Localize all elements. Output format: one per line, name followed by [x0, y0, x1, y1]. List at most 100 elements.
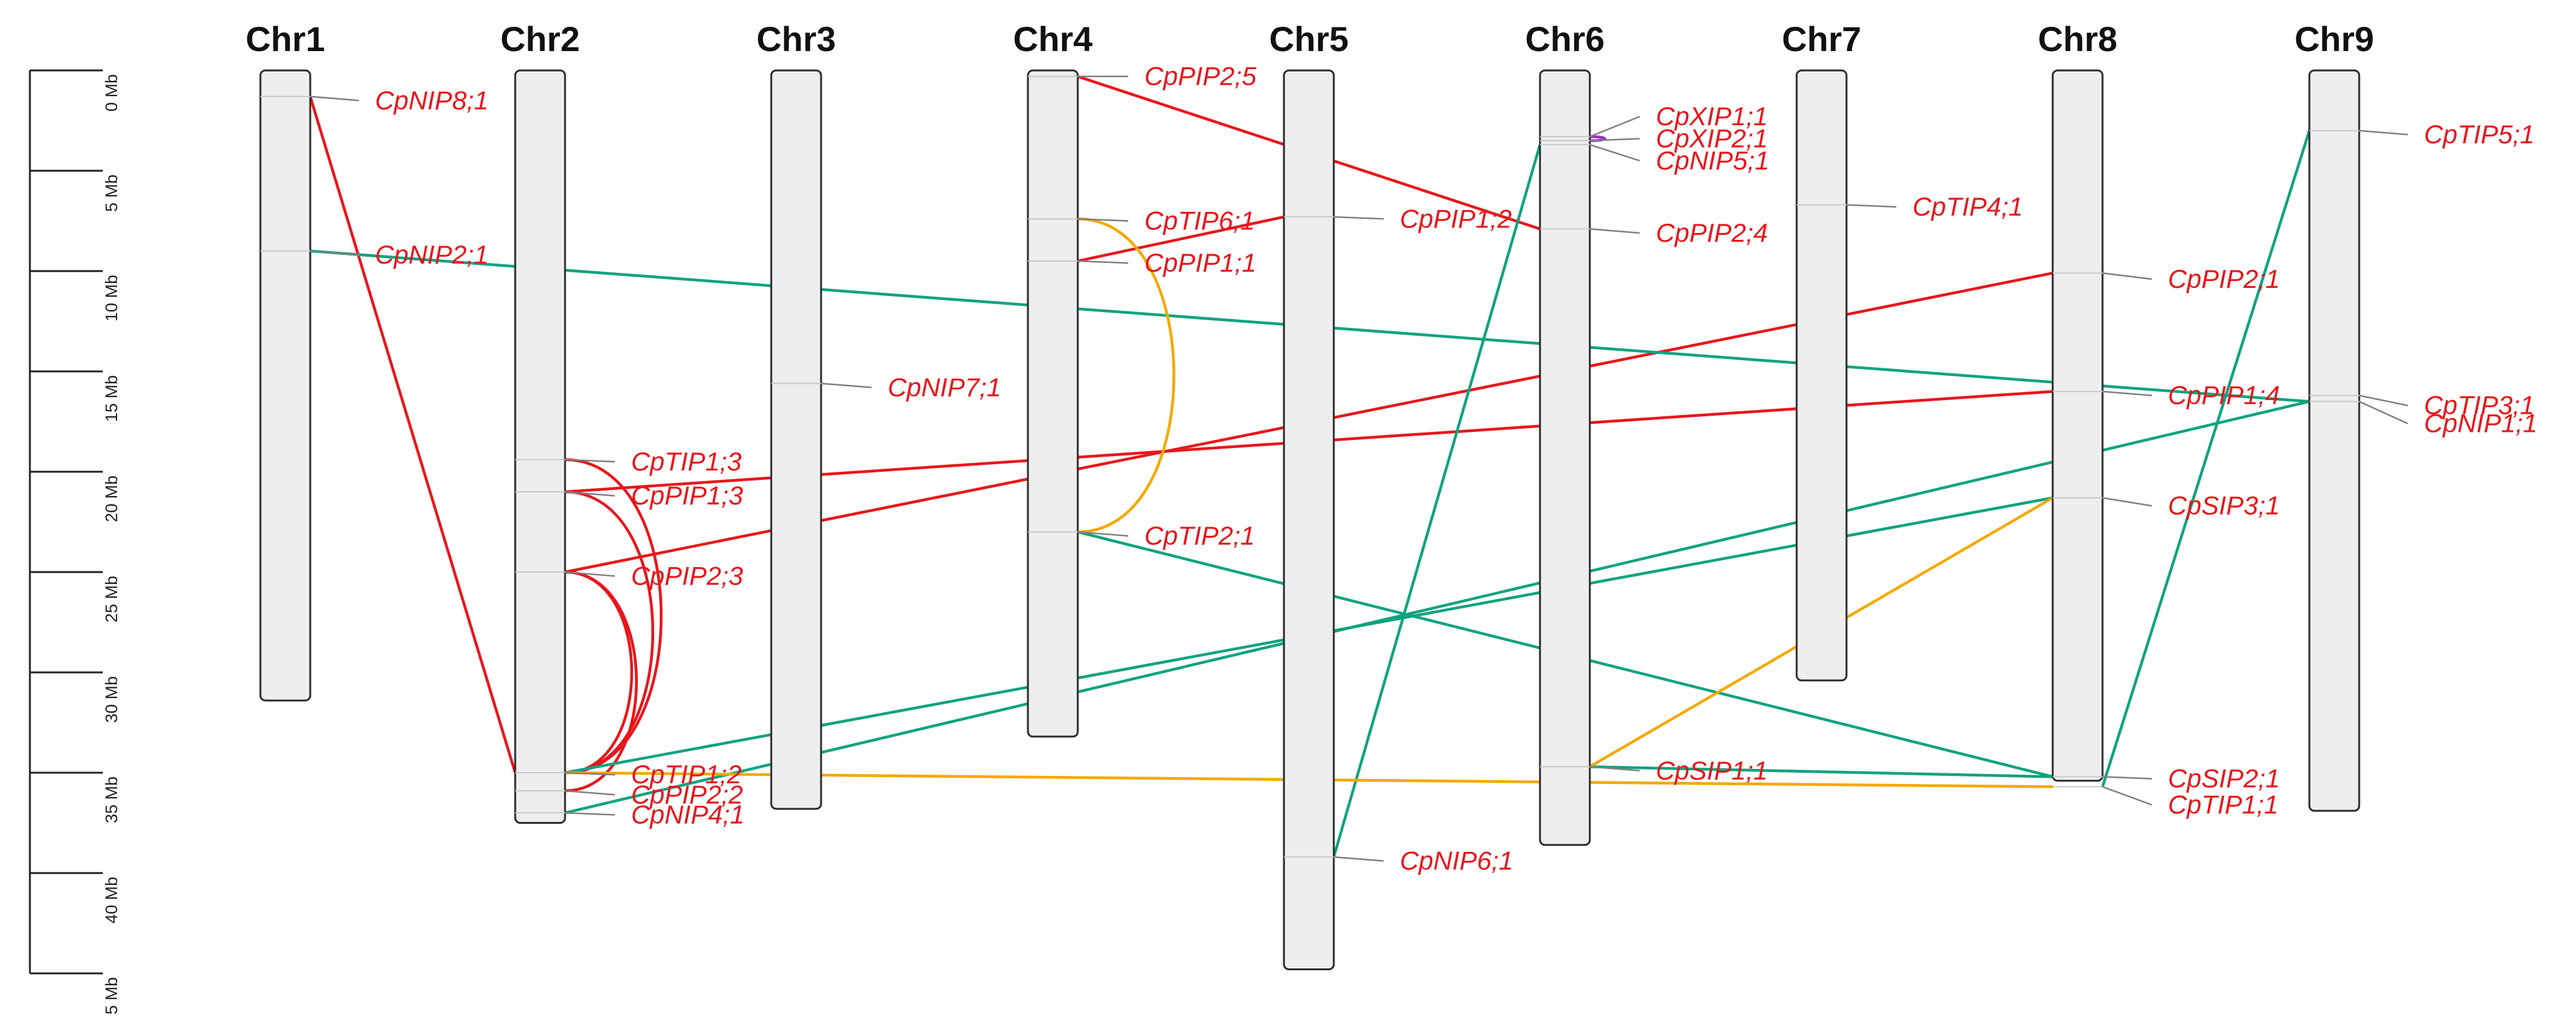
gene-leader: [1589, 766, 1640, 772]
chromosome-bar: [259, 69, 311, 702]
chromosome-chr1: Chr1: [245, 19, 325, 702]
chromosome-bar: [1027, 69, 1079, 738]
link-cptip1-1-cptip5-1: [2101, 130, 2311, 788]
gene-leader: [1589, 115, 1640, 138]
scale-tick-label: 0 Mb: [102, 74, 121, 112]
link-cpnip4-1-cpnip1-1: [564, 400, 2310, 814]
gene-label-cpnip4-1: CpNIP4;1: [631, 800, 744, 829]
gene-label-cpnip1-1: CpNIP1;1: [2424, 409, 2537, 438]
gene-leader: [564, 571, 615, 577]
gene-label-cptip6-1: CpTIP6;1: [1144, 206, 1255, 236]
gene-leader: [564, 459, 615, 463]
gene-leader: [1846, 204, 1897, 208]
scale-tick-label: 45 Mb: [102, 977, 121, 1014]
chromosome-bar: [1539, 69, 1591, 846]
gene-leader: [1333, 856, 1384, 862]
gene-leader: [2102, 776, 2152, 780]
gene-leader: [1589, 228, 1640, 234]
gene-leader: [1333, 216, 1384, 220]
gene-leader: [2102, 786, 2152, 806]
scale-tick-label: 25 Mb: [102, 576, 121, 623]
chromosome-chr7: Chr7: [1782, 19, 1861, 682]
chromosome-chr4: Chr4: [1013, 19, 1093, 738]
gene-label-cppip2-4: CpPIP2;4: [1656, 218, 1768, 247]
chromosome-chr8: Chr8: [2038, 19, 2117, 782]
chromosomes: Chr1 Chr2 Chr3 Chr4 Chr5 Chr6 Chr7 Chr8 Chr9: [245, 19, 2374, 971]
gene-label-cppip1-2: CpPIP1;2: [1400, 204, 1512, 233]
chromosome-chr2: Chr2: [500, 19, 580, 824]
gene-label-cppip2-2: CpPIP2;2: [631, 780, 743, 809]
link-cptip1-3-cptip1-2: [564, 458, 663, 775]
gene-label-cpnip8-1: CpNIP8;1: [375, 85, 488, 115]
scale-tick-label: 15 Mb: [102, 375, 121, 422]
chromosome-chr3: Chr3: [756, 19, 836, 810]
chromosome-title: Chr5: [1269, 19, 1349, 59]
chromosome-title: Chr6: [1525, 19, 1605, 59]
link-cptip6-1-cptip2-1: [1077, 217, 1176, 533]
gene-label-cptip3-1: CpTIP3;1: [2424, 391, 2534, 420]
gene-label-cptip1-3: CpTIP1;3: [631, 447, 741, 476]
gene-label-cptip4-1: CpTIP4;1: [1913, 192, 2023, 221]
link-cppip1-3-cptip1-2: [564, 490, 654, 775]
scale-tick-label: 40 Mb: [102, 877, 121, 924]
gene-label-cpsip2-1: CpSIP2;1: [2168, 764, 2280, 793]
gene-leader: [1589, 138, 1640, 141]
chromosome-chr9: Chr9: [2294, 19, 2374, 812]
chromosome-title: Chr3: [756, 19, 836, 59]
gene-leader: [310, 250, 359, 256]
chromosome-bar: [2051, 69, 2104, 782]
chromosome-title: Chr1: [245, 19, 325, 59]
gene-labels: CpNIP8;1CpNIP2;1CpTIP1;3CpPIP1;3CpPIP2;3…: [375, 62, 2537, 876]
gene-leader: [564, 771, 615, 776]
gene-label-cppip1-1: CpPIP1;1: [1144, 248, 1257, 277]
gene-label-cpxip1-1: CpXIP1;1: [1656, 102, 1768, 131]
scale-tick-label: 20 Mb: [102, 475, 121, 522]
gene-leader: [1077, 260, 1129, 264]
gene-label-cpnip2-1: CpNIP2;1: [375, 240, 488, 269]
gene-leader: [2359, 130, 2408, 136]
gene-label-cpnip7-1: CpNIP7;1: [888, 373, 1001, 402]
chromosome-bar: [770, 69, 822, 810]
chromosome-bar: [2308, 69, 2360, 812]
gene-leader: [564, 790, 615, 796]
gene-leader: [564, 490, 615, 497]
gene-leader: [1589, 143, 1640, 162]
chromosome-title: Chr4: [1013, 19, 1093, 59]
chromosome-bar: [1795, 69, 1848, 682]
gene-label-cpsip1-1: CpSIP1;1: [1656, 756, 1768, 785]
gene-label-cppip2-3: CpPIP2;3: [631, 561, 743, 590]
gene-leader: [820, 383, 872, 389]
chromosome-chr6: Chr6: [1525, 19, 1605, 846]
scale-tick-label: 10 Mb: [102, 275, 121, 322]
gene-label-cpnip6-1: CpNIP6;1: [1400, 846, 1513, 876]
link-cpsip1-1-cpsip2-1: [1589, 765, 2053, 778]
chromosome-title: Chr8: [2038, 19, 2117, 59]
gene-leader-lines: [260, 75, 2408, 862]
gene-leader: [2102, 272, 2152, 280]
gene-label-cppip2-5: CpPIP2;5: [1144, 62, 1257, 91]
gene-leader: [2359, 394, 2408, 406]
gene-label-cptip1-2: CpTIP1;2: [631, 760, 741, 789]
link-cpnip8-1-cptip1-2: [308, 96, 517, 773]
chromosome-title: Chr9: [2294, 19, 2374, 59]
gene-label-cppip1-4: CpPIP1;4: [2168, 381, 2280, 410]
gene-leader: [2359, 401, 2408, 424]
chromosome-chr5: Chr5: [1269, 19, 1349, 971]
chromosome-bar: [514, 69, 566, 824]
chromosome-title: Chr7: [1782, 19, 1861, 59]
gene-label-cpsip3-1: CpSIP3;1: [2168, 491, 2280, 520]
chromosome-bar: [1283, 69, 1335, 971]
gene-label-cpxip2-1: CpXIP2;1: [1656, 123, 1768, 153]
scale-tick-label: 30 Mb: [102, 676, 121, 723]
link-cppip2-3-cppip2-2: [564, 570, 638, 793]
gene-leader: [2102, 390, 2152, 396]
gene-label-cptip2-1: CpTIP2;1: [1144, 521, 1255, 550]
gene-leader: [2102, 497, 2152, 507]
gene-label-cptip5-1: CpTIP5;1: [2424, 120, 2534, 149]
gene-label-cpnip5-1: CpNIP5;1: [1656, 146, 1769, 175]
gene-leader: [310, 95, 359, 102]
gene-label-cppip2-1: CpPIP2;1: [2168, 264, 2280, 294]
